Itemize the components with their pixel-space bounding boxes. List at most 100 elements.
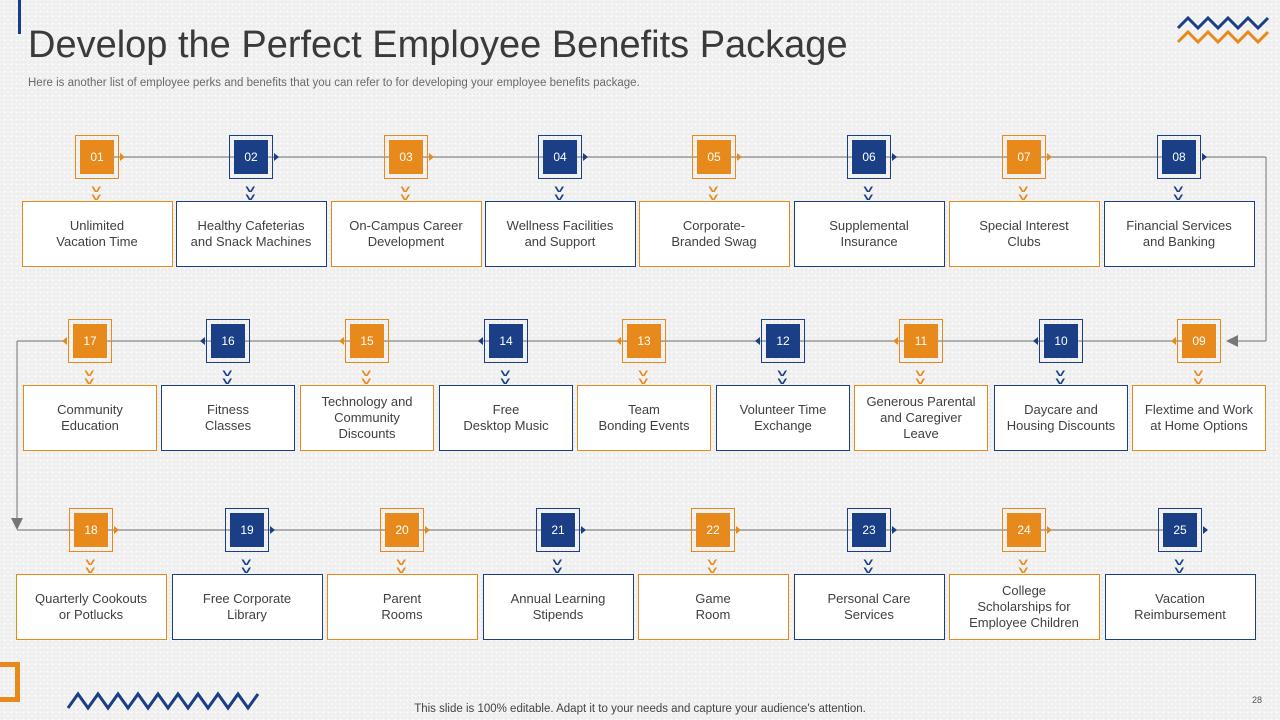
step-arrow-icon [62, 337, 67, 345]
step-number: 17 [83, 334, 97, 348]
chevron-down-icon: ˅˅ [361, 368, 372, 388]
step-arrow-icon [120, 153, 125, 161]
step-arrow-icon [1203, 526, 1208, 534]
step-card-18: Quarterly Cookouts or Potlucks [15, 574, 167, 640]
step-badge-18: 18 [69, 508, 119, 552]
step-number: 19 [240, 523, 254, 537]
step-card-15: Technology and Community Discounts [300, 385, 434, 451]
step-number: 21 [551, 523, 565, 537]
step-arrow-icon [429, 153, 434, 161]
chevron-down-icon: ˅˅ [863, 557, 874, 577]
step-card-14: Free Desktop Music [439, 385, 573, 451]
step-arrow-icon [581, 526, 586, 534]
step-badge-08: 08 [1157, 135, 1207, 179]
step-number: 22 [706, 523, 720, 537]
chevron-down-icon: ˅˅ [863, 184, 874, 204]
chevron-down-icon: ˅˅ [1173, 184, 1184, 204]
step-arrow-icon [114, 526, 119, 534]
step-arrow-icon [892, 153, 897, 161]
step-card-21: Annual Learning Stipends [482, 574, 634, 640]
step-card-25: Vacation Reimbursement [1104, 574, 1256, 640]
step-card-06: Supplemental Insurance [793, 201, 945, 267]
bottom-left-zigzag-decoration [66, 691, 260, 711]
step-badge-07: 07 [1002, 135, 1052, 179]
step-number: 03 [399, 150, 413, 164]
step-arrow-icon [1033, 337, 1038, 345]
chevron-down-icon: ˅˅ [91, 184, 102, 204]
step-card-09: Flextime and Work at Home Options [1132, 385, 1266, 451]
step-number: 07 [1017, 150, 1031, 164]
step-number: 06 [862, 150, 876, 164]
step-number: 24 [1017, 523, 1031, 537]
step-number: 09 [1192, 334, 1206, 348]
step-card-03: On-Campus Career Development [330, 201, 482, 267]
step-arrow-icon [339, 337, 344, 345]
step-arrow-icon [1171, 337, 1176, 345]
step-number: 16 [221, 334, 235, 348]
step-arrow-icon [737, 153, 742, 161]
chevron-down-icon: ˅˅ [245, 184, 256, 204]
footer-note: This slide is 100% editable. Adapt it to… [414, 703, 866, 715]
step-badge-21: 21 [536, 508, 586, 552]
step-arrow-icon [583, 153, 588, 161]
step-number: 13 [637, 334, 651, 348]
page-number: 28 [1251, 695, 1262, 705]
chevron-down-icon: ˅˅ [396, 557, 407, 577]
step-badge-10: 10 [1033, 319, 1083, 363]
step-badge-13: 13 [616, 319, 666, 363]
step-badge-24: 24 [1002, 508, 1052, 552]
step-number: 05 [707, 150, 721, 164]
step-badge-16: 16 [200, 319, 250, 363]
step-arrow-icon [1047, 153, 1052, 161]
step-badge-03: 03 [384, 135, 434, 179]
corner-square-decoration [0, 662, 20, 702]
chevron-down-icon: ˅˅ [1018, 184, 1029, 204]
step-badge-05: 05 [692, 135, 742, 179]
step-arrow-icon [616, 337, 621, 345]
chevron-down-icon: ˅˅ [1018, 557, 1029, 577]
step-badge-22: 22 [691, 508, 741, 552]
step-badge-09: 09 [1171, 319, 1221, 363]
step-card-13: Team Bonding Events [577, 385, 711, 451]
chevron-down-icon: ˅˅ [777, 368, 788, 388]
step-number: 14 [499, 334, 513, 348]
page-title: Develop the Perfect Employee Benefits Pa… [28, 24, 848, 66]
step-arrow-icon [892, 526, 897, 534]
chevron-down-icon: ˅˅ [500, 368, 511, 388]
step-badge-14: 14 [478, 319, 528, 363]
chevron-down-icon: ˅˅ [1174, 557, 1185, 577]
chevron-down-icon: ˅˅ [638, 368, 649, 388]
step-arrow-icon [270, 526, 275, 534]
step-badge-02: 02 [229, 135, 279, 179]
step-number: 23 [862, 523, 876, 537]
step-arrow-icon [1047, 526, 1052, 534]
step-card-24: College Scholarships for Employee Childr… [948, 574, 1100, 640]
top-right-zigzag-decoration [1176, 15, 1270, 45]
step-badge-23: 23 [847, 508, 897, 552]
step-arrow-icon [1202, 153, 1207, 161]
step-card-08: Financial Services and Banking [1103, 201, 1255, 267]
step-card-10: Daycare and Housing Discounts [994, 385, 1128, 451]
step-badge-19: 19 [225, 508, 275, 552]
step-number: 18 [84, 523, 98, 537]
step-badge-20: 20 [380, 508, 430, 552]
chevron-down-icon: ˅˅ [707, 557, 718, 577]
step-badge-12: 12 [755, 319, 805, 363]
chevron-down-icon: ˅˅ [915, 368, 926, 388]
step-badge-17: 17 [62, 319, 112, 363]
step-card-20: Parent Rooms [326, 574, 478, 640]
step-arrow-icon [893, 337, 898, 345]
chevron-down-icon: ˅˅ [400, 184, 411, 204]
step-card-23: Personal Care Services [793, 574, 945, 640]
step-arrow-icon [425, 526, 430, 534]
step-card-05: Corporate- Branded Swag [638, 201, 790, 267]
step-number: 10 [1054, 334, 1068, 348]
step-number: 02 [244, 150, 258, 164]
step-card-07: Special Interest Clubs [948, 201, 1100, 267]
step-badge-04: 04 [538, 135, 588, 179]
chevron-down-icon: ˅˅ [708, 184, 719, 204]
step-card-04: Wellness Facilities and Support [484, 201, 636, 267]
step-badge-11: 11 [893, 319, 943, 363]
chevron-down-icon: ˅˅ [1055, 368, 1066, 388]
